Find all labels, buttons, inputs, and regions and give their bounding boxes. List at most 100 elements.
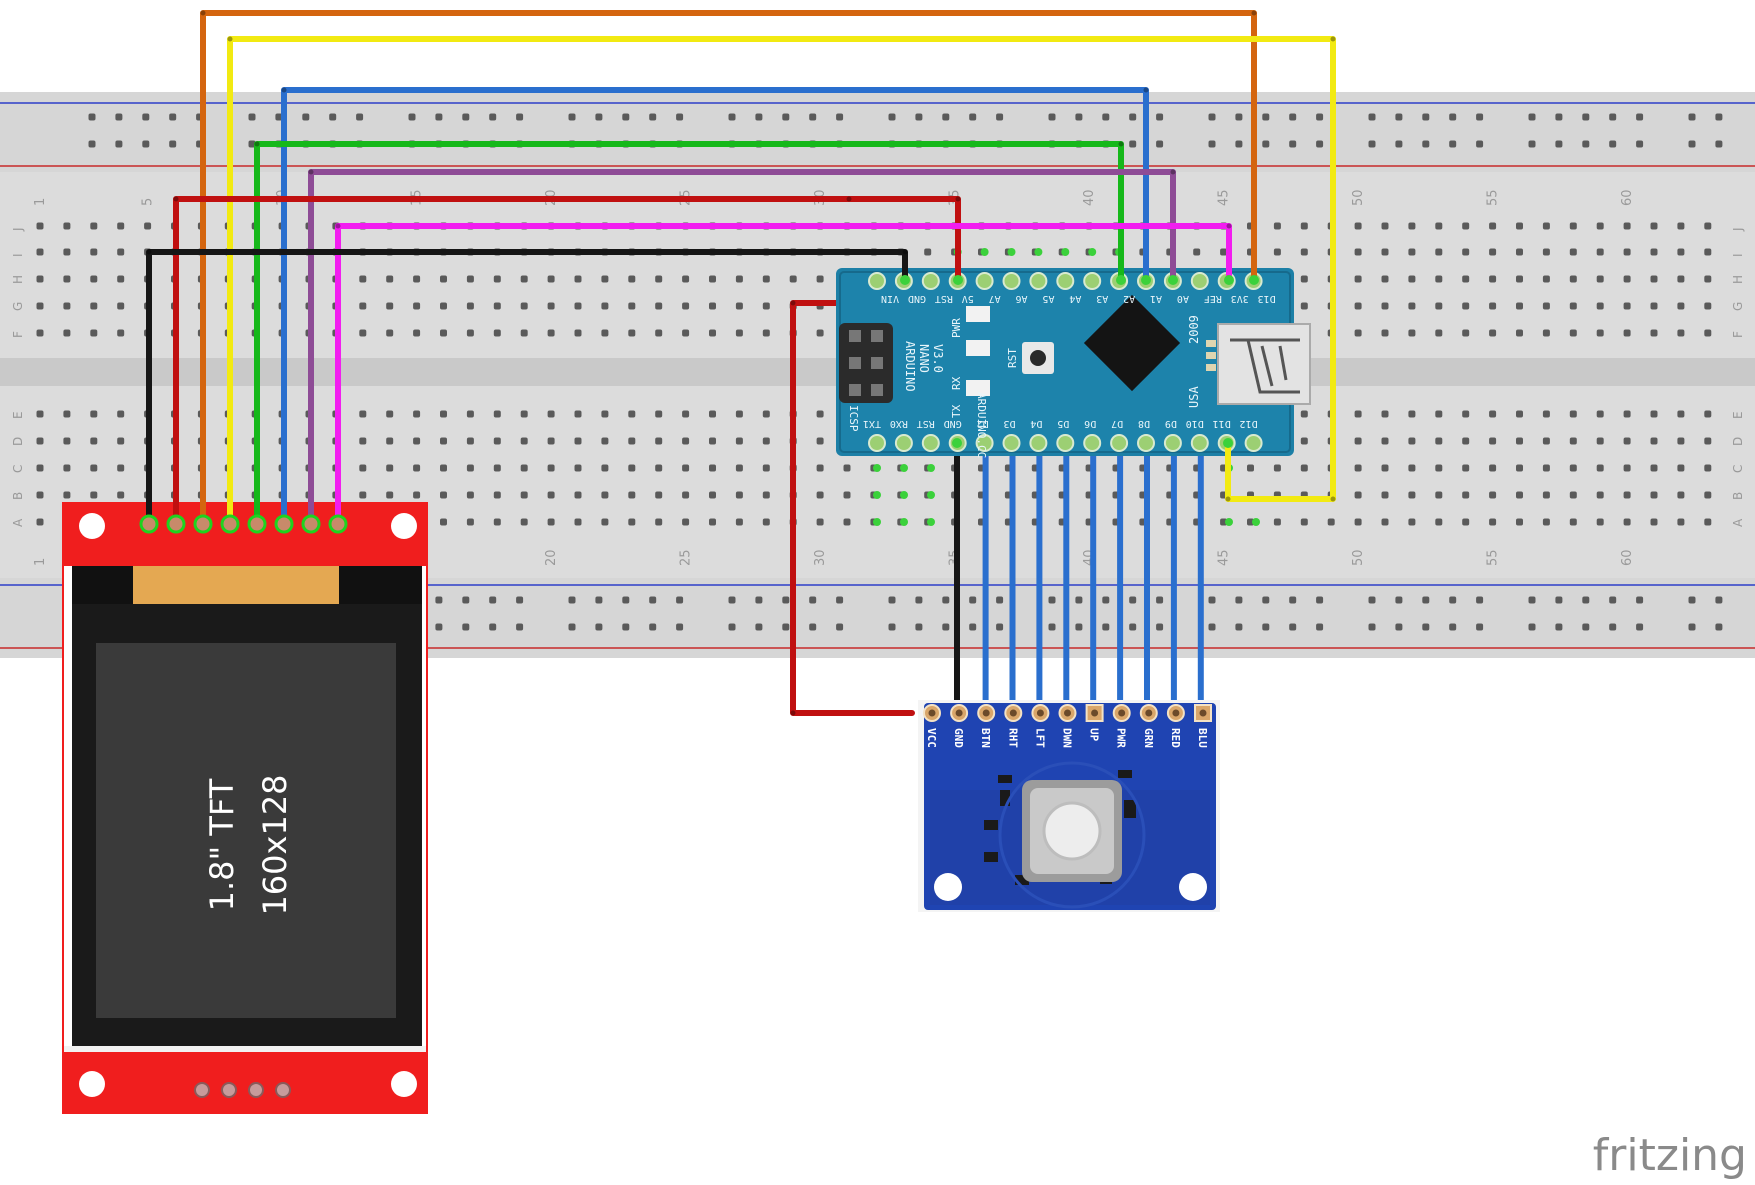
nano-pin-bottom[interactable] <box>1083 434 1102 452</box>
tft-header-pin[interactable] <box>166 514 186 534</box>
breadboard-hole <box>493 302 501 310</box>
nano-pin-top[interactable] <box>868 272 886 290</box>
breadboard-hole <box>36 329 44 337</box>
wire-bend <box>335 223 341 229</box>
column-number-top: 55 <box>1486 189 1501 206</box>
tft-header-pin[interactable] <box>193 514 213 534</box>
nano-pin-bottom[interactable] <box>921 434 940 452</box>
tft-header-pin[interactable] <box>247 514 267 534</box>
wire-bend <box>790 300 796 306</box>
rail-hole <box>1582 596 1590 604</box>
breadboard-hole <box>1704 222 1712 230</box>
nano-pin-label-top: A0 <box>1177 293 1189 304</box>
breadboard-hole <box>1704 329 1712 337</box>
rail-hole <box>568 596 576 604</box>
reset-button-cap[interactable] <box>1030 350 1046 366</box>
connected-hole <box>1252 518 1260 526</box>
connected-hole <box>1088 248 1097 256</box>
nano-pin-bottom[interactable] <box>1029 434 1048 452</box>
breadboard-hole <box>493 410 501 418</box>
rail-hole <box>1528 113 1536 121</box>
nano-pin-label-top: VIN <box>881 293 899 304</box>
tft-ribbon-cover <box>133 566 339 604</box>
rail-hole <box>1528 140 1536 148</box>
joystick-pin-label: LFT <box>1033 728 1046 748</box>
wire-red-tft-5v <box>173 196 961 527</box>
breadboard-hole <box>709 329 716 337</box>
nano-pin-top[interactable] <box>921 272 940 290</box>
breadboard-hole <box>117 222 125 230</box>
nano-pin-top[interactable] <box>1002 272 1021 290</box>
tft-header-pin[interactable] <box>220 514 240 534</box>
breadboard-hole <box>1516 248 1523 256</box>
nano-pin-top[interactable] <box>1056 272 1075 290</box>
breadboard-hole <box>1569 518 1577 526</box>
wire-end-dot <box>1116 275 1126 285</box>
nano-pin-bottom[interactable] <box>975 434 994 452</box>
column-number-bottom: 30 <box>813 549 828 566</box>
breadboard-hole <box>117 248 125 256</box>
rail-hole <box>1102 596 1110 604</box>
nano-pin-top[interactable] <box>1083 272 1102 290</box>
wire-bend <box>281 87 287 93</box>
connected-hole <box>873 491 881 499</box>
nano-pin-bottom[interactable] <box>1002 434 1021 452</box>
breadboard-hole <box>359 410 367 418</box>
tft-header-pin[interactable] <box>328 514 348 534</box>
nano-pin-bottom[interactable] <box>1056 434 1075 452</box>
rail-hole <box>1636 623 1644 631</box>
rail-hole <box>809 113 817 121</box>
breadboard-hole <box>1623 329 1631 337</box>
nano-pin-bottom[interactable] <box>868 434 886 452</box>
rail-hole <box>622 596 630 604</box>
breadboard-hole <box>628 329 636 337</box>
breadboard-hole <box>709 518 716 526</box>
rail-hole <box>489 623 497 631</box>
nano-pin-bottom[interactable] <box>1110 434 1129 452</box>
arduino-nano: ARDUINO NANO V3.0 ICSP PWR RX TX RST ARD… <box>836 268 1311 458</box>
breadboard-hole <box>90 491 98 499</box>
tft-header-pin[interactable] <box>139 514 159 534</box>
breadboard-hole <box>1462 518 1470 526</box>
breadboard-hole <box>816 491 824 499</box>
tft-mount-hole-bl <box>79 1071 105 1097</box>
breadboard-hole <box>1704 464 1712 472</box>
rail-hole <box>755 623 763 631</box>
breadboard-hole <box>90 437 98 445</box>
rail-hole <box>1129 113 1137 121</box>
breadboard-hole <box>386 275 394 283</box>
row-letter: C <box>11 465 25 473</box>
tft-header-pin[interactable] <box>301 514 321 534</box>
tft-header-pin[interactable] <box>274 514 294 534</box>
nano-pin-bottom[interactable] <box>894 434 913 452</box>
breadboard-hole <box>90 464 98 472</box>
breadboard-hole <box>655 437 663 445</box>
breadboard-hole <box>601 275 609 283</box>
row-letter: G <box>1731 302 1745 311</box>
nano-pin-top[interactable] <box>1029 272 1048 290</box>
rail-hole <box>1316 113 1324 121</box>
nano-pin-bottom[interactable] <box>1244 434 1263 452</box>
breadboard-hole <box>520 518 528 526</box>
breadboard-hole <box>1650 248 1658 256</box>
nano-pin-top[interactable] <box>1190 272 1209 290</box>
breadboard-hole <box>144 222 152 230</box>
nano-pin-top[interactable] <box>975 272 994 290</box>
rail-hole <box>1555 596 1563 604</box>
nano-pin-bottom[interactable] <box>1163 434 1182 452</box>
breadboard-hole <box>547 410 555 418</box>
breadboard-hole <box>117 329 125 337</box>
breadboard-hole <box>1300 518 1308 526</box>
rail-hole <box>142 140 150 148</box>
row-letter: D <box>1731 437 1745 446</box>
arduino-icsp-label: ICSP <box>847 405 860 432</box>
breadboard-hole <box>1596 437 1604 445</box>
breadboard-hole <box>520 410 528 418</box>
nano-pin-bottom[interactable] <box>1190 434 1209 452</box>
nano-pin-bottom[interactable] <box>1137 434 1155 452</box>
arduino-year-label: 2009 <box>1187 315 1201 344</box>
rail-hole <box>356 113 364 121</box>
breadboard-hole <box>117 410 125 418</box>
breadboard-hole <box>735 410 743 418</box>
joystick-button[interactable] <box>1042 801 1102 861</box>
